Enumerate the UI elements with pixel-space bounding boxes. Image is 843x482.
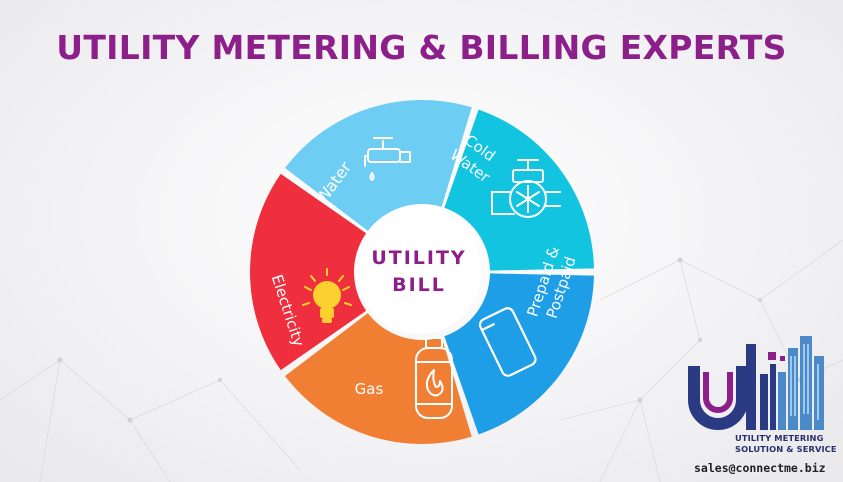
brand-name-line2: SOLUTION & SERVICE: [735, 444, 837, 454]
center-label-line2: BILL: [392, 274, 446, 296]
center-label: UTILITY BILL: [358, 245, 480, 299]
brand-name-line1: UTILITY METERING: [735, 433, 824, 443]
puzzle-knob: [528, 234, 552, 258]
segment-water: [284, 100, 472, 231]
tap-icon: [364, 137, 411, 181]
smartphone-icon: [478, 307, 537, 377]
valve-snowflake-icon: [491, 159, 561, 218]
center-circle: [357, 210, 481, 334]
lightbulb-icon: [302, 268, 352, 323]
gas-cylinder-icon: [415, 337, 453, 419]
ubill-logo-icon: [688, 336, 824, 430]
center-label-line1: UTILITY: [371, 247, 467, 269]
segment-prepaid-postpaid: [444, 273, 594, 435]
puzzle-knob: [476, 360, 500, 384]
puzzle-knob: [410, 138, 434, 162]
puzzle-knob: [340, 348, 364, 372]
contact-email[interactable]: sales@connectme.biz: [694, 461, 826, 475]
page-title: UTILITY METERING & BILLING EXPERTS: [56, 28, 787, 67]
segment-cold-water: [444, 109, 594, 271]
segment-label-gas: Gas: [355, 380, 384, 398]
puzzle-knob: [297, 212, 321, 236]
segment-electricity: [250, 173, 367, 371]
